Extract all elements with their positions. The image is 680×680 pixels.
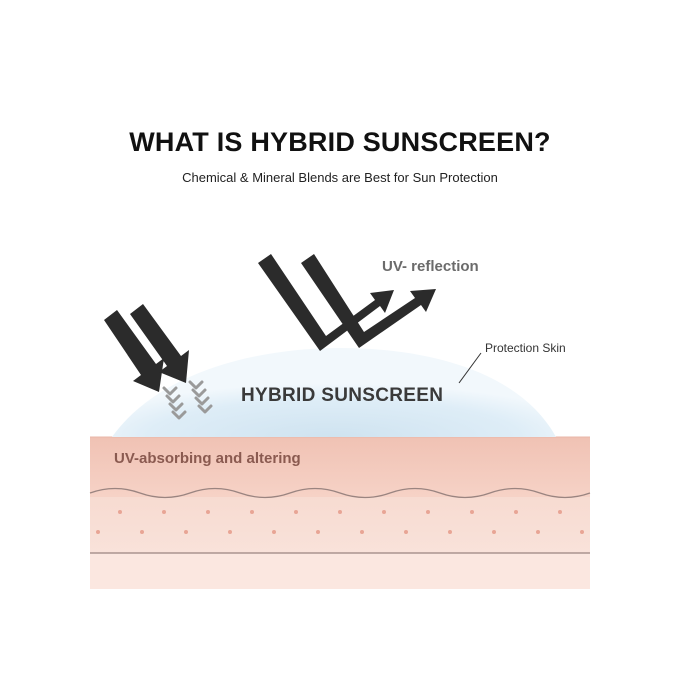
skin-dot [536,530,540,534]
skin-dot [470,510,474,514]
skin-dot [514,510,518,514]
skin-dot [316,530,320,534]
hybrid-sunscreen-label: HYBRID SUNSCREEN [241,385,444,406]
uv-reflection-label: UV- reflection [382,258,479,275]
chevron-down-icon [165,394,181,404]
bent-arrow-icon [258,254,394,351]
skin-dot [492,530,496,534]
skin-dot [184,530,188,534]
reflected-uv-arrows [258,254,436,351]
skin-dot [404,530,408,534]
straight-arrow-icon [130,304,189,383]
skin-mid-layer [90,497,590,553]
chevron-down-icon [162,386,178,396]
page-title: WHAT IS HYBRID SUNSCREEN? [129,127,551,157]
bent-arrow-icon [301,254,436,348]
skin-top-layer [90,437,590,497]
skin-dot [448,530,452,534]
absorbed-uv-chevrons [162,380,213,420]
protection-skin-pointer [458,352,482,384]
skin-dot [360,530,364,534]
straight-arrow-icon [104,310,164,392]
skin-dot [162,510,166,514]
skin-dot [338,510,342,514]
chevron-down-icon [171,410,187,420]
skin-dot [558,510,562,514]
skin-dots [96,510,584,534]
skin-bottom-layer [90,553,590,589]
skin-dot [250,510,254,514]
page-subtitle: Chemical & Mineral Blends are Best for S… [182,170,498,185]
chevron-down-icon [191,388,207,398]
incoming-uv-arrows [104,304,189,392]
skin-dot [96,530,100,534]
skin-dot [294,510,298,514]
chevron-down-icon [168,402,184,412]
skin-dot [140,530,144,534]
skin-dot [206,510,210,514]
skin-dot [272,530,276,534]
protection-skin-label: Protection Skin [485,341,566,355]
uv-absorbing-label: UV-absorbing and altering [114,450,301,467]
skin-dot [426,510,430,514]
skin-layers [89,436,591,589]
chevron-down-icon [188,380,204,390]
sunscreen-dome [112,348,556,437]
skin-wave-line [89,487,591,499]
skin-dot [580,530,584,534]
skin-dot [118,510,122,514]
skin-dot [382,510,386,514]
chevron-down-icon [194,396,210,406]
chevron-down-icon [197,404,213,414]
skin-dot [228,530,232,534]
